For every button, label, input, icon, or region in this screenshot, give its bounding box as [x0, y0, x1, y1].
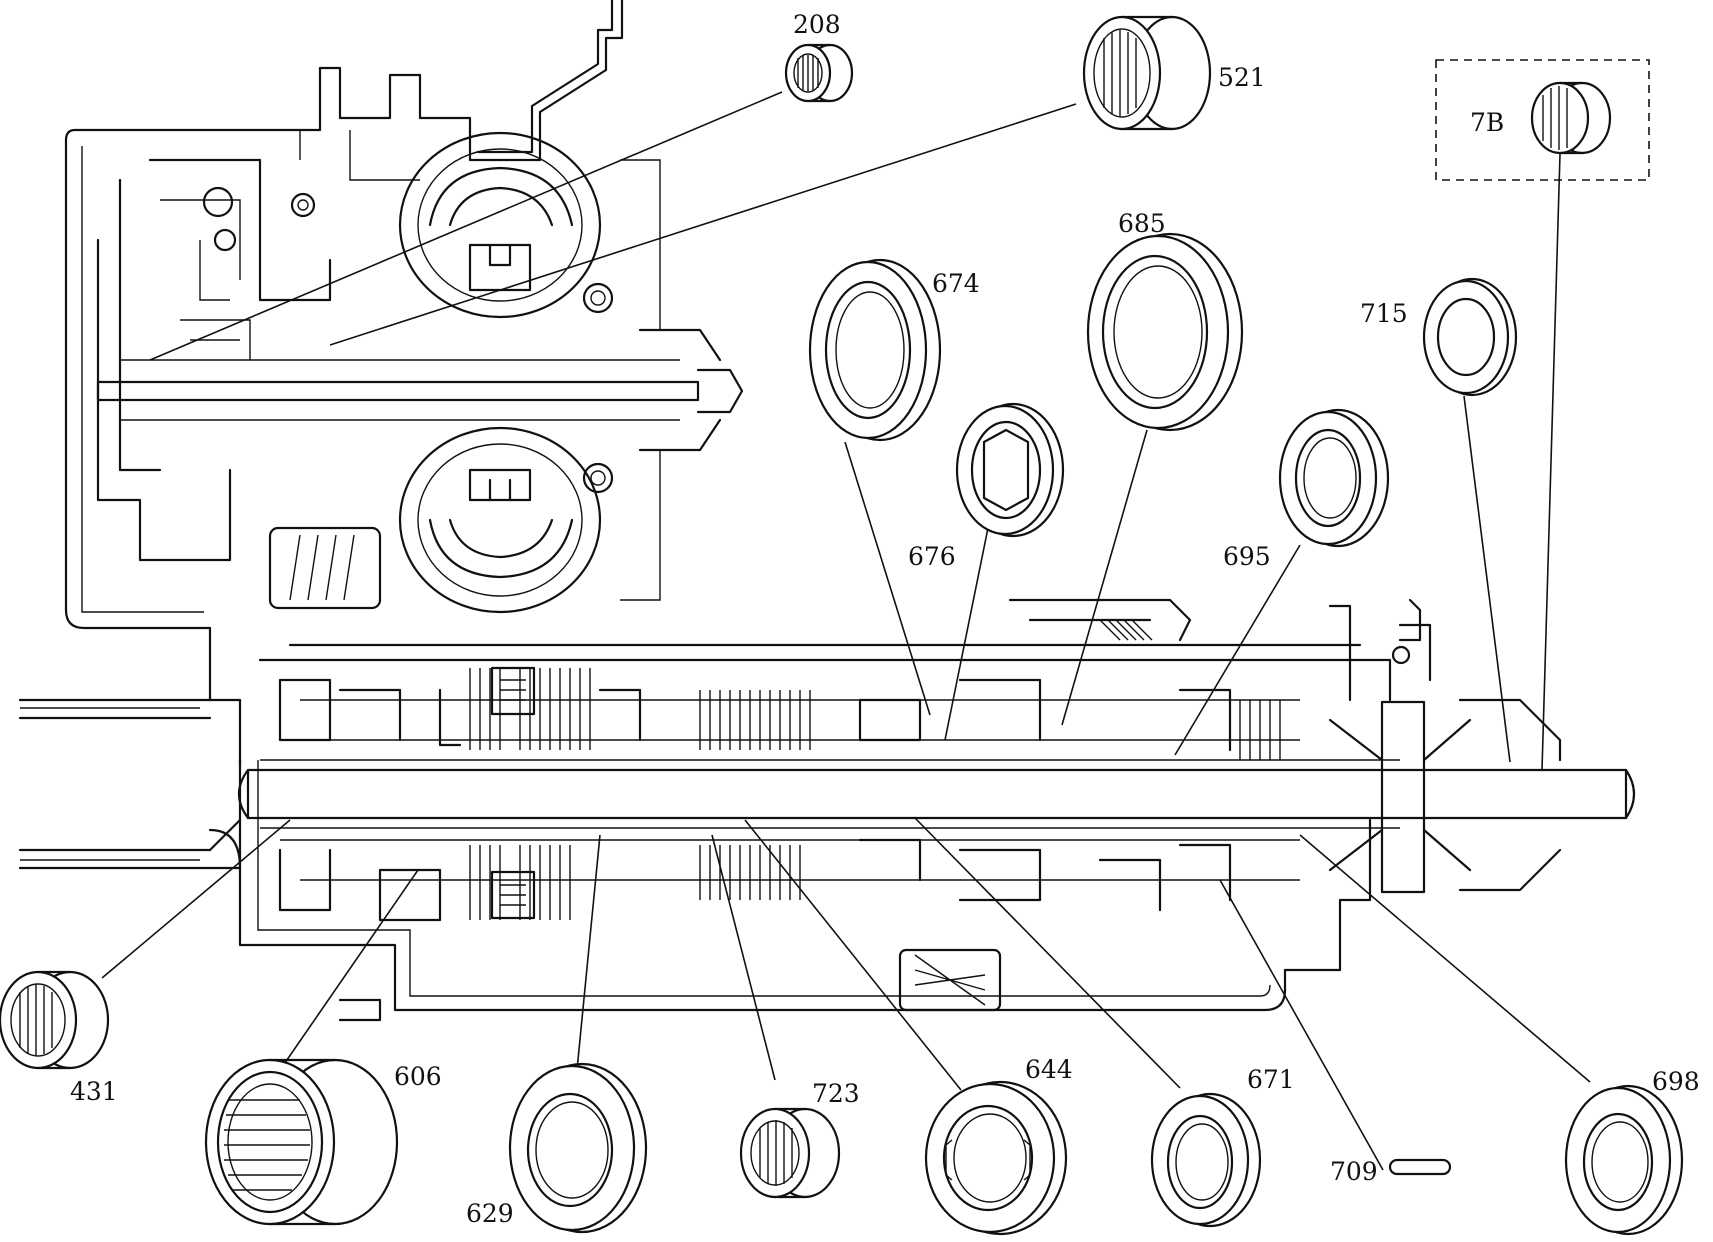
part-label-7B: 7B [1470, 108, 1504, 137]
part-label-676: 676 [908, 542, 956, 571]
part-label-709: 709 [1330, 1157, 1378, 1186]
part-label-695: 695 [1223, 542, 1271, 571]
part-label-671: 671 [1247, 1065, 1295, 1094]
part-label-723: 723 [812, 1079, 860, 1108]
part-715: 715 [1360, 277, 1518, 397]
part-674: 674 [808, 258, 980, 442]
part-709: 709 [1330, 1157, 1452, 1186]
part-label-685: 685 [1118, 209, 1166, 238]
part-label-698: 698 [1652, 1067, 1700, 1096]
part-label-674: 674 [932, 269, 980, 298]
part-label-715: 715 [1360, 299, 1408, 328]
part-label-431: 431 [70, 1077, 118, 1106]
part-698: 698 [1564, 1067, 1700, 1236]
part-695: 695 [1223, 408, 1390, 571]
transmission-cross-section [18, 0, 1636, 1022]
part-685: 685 [1086, 209, 1244, 432]
part-629: 629 [466, 1062, 648, 1234]
part-label-606: 606 [394, 1062, 442, 1091]
part-label-629: 629 [466, 1199, 514, 1228]
part-644: 644 [924, 1055, 1073, 1236]
part-521: 521 [1082, 15, 1266, 131]
part-label-208: 208 [793, 10, 841, 39]
part-label-644: 644 [1025, 1055, 1073, 1084]
part-label-521: 521 [1218, 63, 1266, 92]
part-606: 606 [204, 1058, 442, 1226]
leader-lines [101, 91, 1591, 1171]
part-671: 671 [1150, 1065, 1295, 1228]
part-431: 431 [0, 970, 118, 1106]
part-208: 208 [784, 10, 854, 103]
part-7B: 7B [1435, 59, 1650, 181]
part-723: 723 [739, 1079, 860, 1199]
part-676: 676 [908, 402, 1065, 571]
